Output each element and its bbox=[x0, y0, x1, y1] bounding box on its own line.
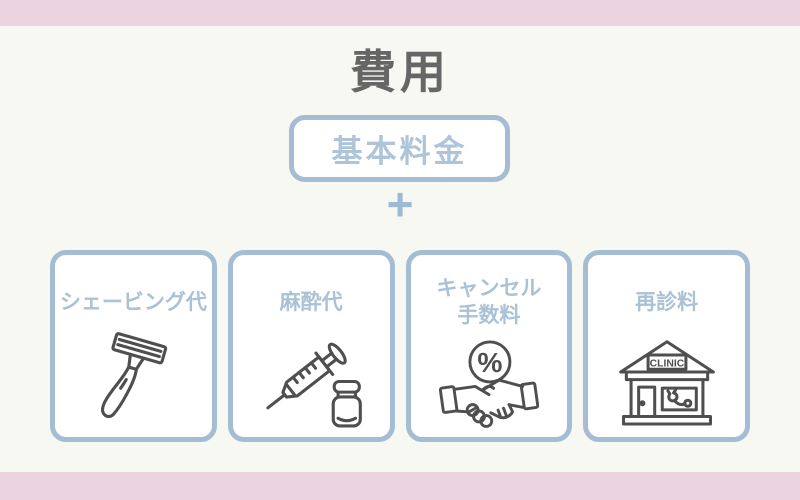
card-anesthesia-fee: 麻酔代 bbox=[227, 250, 395, 442]
base-fee-box: 基本料金 bbox=[289, 115, 510, 182]
razor-icon bbox=[97, 331, 169, 437]
card-anesthesia-fee-label: 麻酔代 bbox=[279, 290, 343, 314]
page-title: 費用 bbox=[350, 46, 450, 98]
card-revisit-fee-label: 再診料 bbox=[635, 290, 699, 314]
base-fee-label: 基本料金 bbox=[331, 134, 468, 169]
content-area: 費用 基本料金 + シェービング代 bbox=[0, 26, 800, 472]
bottom-pink-band bbox=[0, 472, 800, 500]
fee-cards-row: シェービング代 bbox=[50, 250, 750, 442]
percent-symbol: % bbox=[477, 346, 502, 378]
card-shaving-fee: シェービング代 bbox=[50, 250, 217, 442]
plus-sign: + bbox=[386, 178, 414, 230]
card-cancellation-fee: キャンセル 手数料 % bbox=[405, 250, 573, 442]
syringe-vial-icon bbox=[253, 331, 369, 437]
clinic-building-icon: CLINIC bbox=[615, 331, 719, 437]
card-revisit-fee: 再診料 CLINIC bbox=[583, 250, 750, 442]
handshake-percent-icon: % bbox=[438, 331, 539, 437]
clinic-sign-text: CLINIC bbox=[649, 358, 684, 369]
card-shaving-fee-label: シェービング代 bbox=[59, 290, 207, 314]
card-cancellation-fee-label: キャンセル 手数料 bbox=[436, 277, 542, 327]
